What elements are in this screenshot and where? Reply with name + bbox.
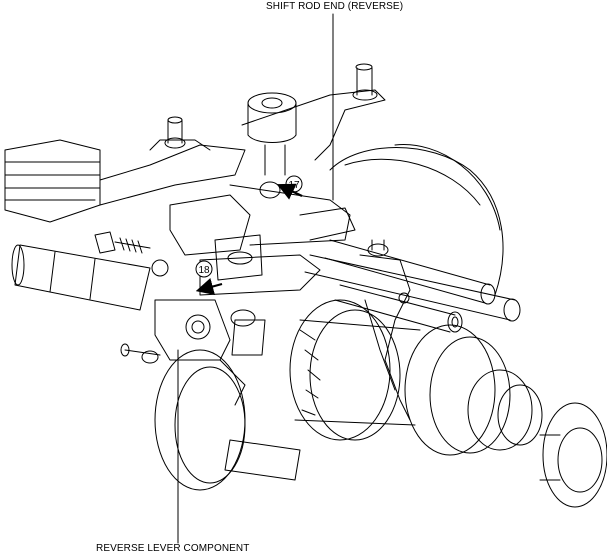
shift-fork	[359, 239, 411, 421]
step-18-arrow	[195, 260, 223, 296]
housing-drum	[329, 144, 504, 296]
gear-stack	[289, 299, 543, 456]
end-disc	[539, 402, 607, 508]
step-18-number: 18	[198, 265, 210, 276]
shift-mechanism	[169, 181, 356, 296]
left-bracket	[4, 116, 246, 223]
label-reverse-lever-component: REVERSE LEVER COMPONENT	[96, 543, 250, 554]
input-shaft	[11, 244, 151, 311]
reverse-lever-assembly	[120, 299, 301, 491]
step-17-number: 17	[288, 180, 300, 191]
detent-spring-bolt	[94, 231, 169, 277]
shift-rods	[304, 239, 521, 333]
step-17-arrow	[277, 175, 303, 200]
top-arm-assembly	[241, 63, 386, 176]
label-shift-rod-end: SHIFT ROD END (REVERSE)	[266, 1, 404, 12]
